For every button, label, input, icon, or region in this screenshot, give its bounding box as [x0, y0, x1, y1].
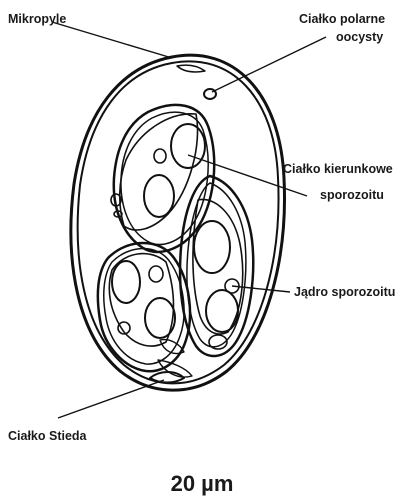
label-polar-body-line2: oocysty: [336, 30, 383, 44]
label-micropyle: Mikropyle: [8, 12, 66, 26]
micropyle-cap: [177, 65, 205, 72]
scale-bar-label: 20 µm: [171, 471, 234, 496]
stieda-body: [150, 372, 184, 383]
label-refractile-body-line1: Ciałko kierunkowe: [283, 162, 393, 176]
label-stieda-body: Ciałko Stieda: [8, 429, 88, 443]
refractile-bodies: [112, 124, 238, 338]
label-polar-body-line1: Ciałko polarne: [299, 12, 385, 26]
label-refractile-body-line2: sporozoitu: [320, 188, 384, 202]
label-nucleus: Jądro sporozoitu: [294, 285, 395, 299]
